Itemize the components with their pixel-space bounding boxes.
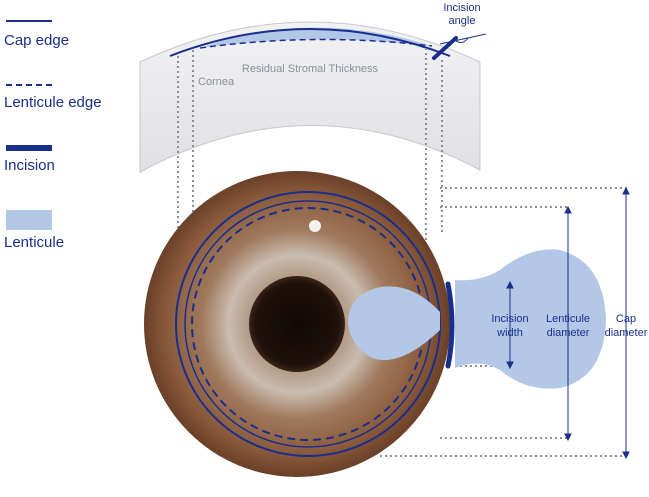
pupil <box>249 276 345 372</box>
incision-width-arrow-top <box>506 280 514 289</box>
measurements <box>506 186 630 460</box>
eye-highlight <box>309 220 321 232</box>
cap-edge-label: Cap edge <box>4 32 70 49</box>
incision-width-arrow-bottom <box>506 361 514 370</box>
cap-diameter-arrow-bottom <box>622 451 630 460</box>
lenticule-diameter-label-1: Lenticule <box>546 313 590 325</box>
lenticule-label: Lenticule <box>4 234 65 251</box>
lenticule-diameter-arrow-top <box>564 205 572 214</box>
labels: Incision angle Incision width Lenticule … <box>443 2 647 339</box>
incision-angle-line <box>439 33 487 45</box>
cap-diameter-arrow-top <box>622 186 630 195</box>
incision-label: Incision <box>4 157 55 174</box>
incision-angle-arc <box>454 37 469 44</box>
incision-swatch <box>6 145 52 151</box>
incision-angle-label-2: angle <box>449 15 476 27</box>
residual-label: Residual Stromal Thickness <box>242 63 379 75</box>
cap-diameter-label-2: diameter <box>605 327 648 339</box>
incision-angle-label-1: Incision <box>443 2 480 14</box>
lenticule-bubble-small <box>348 286 440 361</box>
cap-diameter-label-1: Cap <box>616 313 636 325</box>
incision-bar <box>445 281 455 369</box>
incision-width-label-2: width <box>496 327 523 339</box>
lenticule-swatch <box>6 210 52 230</box>
eye <box>144 171 450 477</box>
lenticule-diameter-label-2: diameter <box>547 327 590 339</box>
lenticule-diameter-arrow-bottom <box>564 433 572 442</box>
lenticule-edge-swatch <box>6 84 52 86</box>
cornea-label: Cornea <box>198 76 235 88</box>
incision-width-label-1: Incision <box>491 313 528 325</box>
cornea-section <box>139 21 487 173</box>
cap-edge-swatch <box>6 20 52 22</box>
lenticule-edge-label: Lenticule edge <box>4 94 102 111</box>
legend: Cap edge Lenticule edge Incision Lenticu… <box>4 0 134 260</box>
cornea-band <box>139 21 481 173</box>
lenticule-edge-line <box>199 38 433 49</box>
